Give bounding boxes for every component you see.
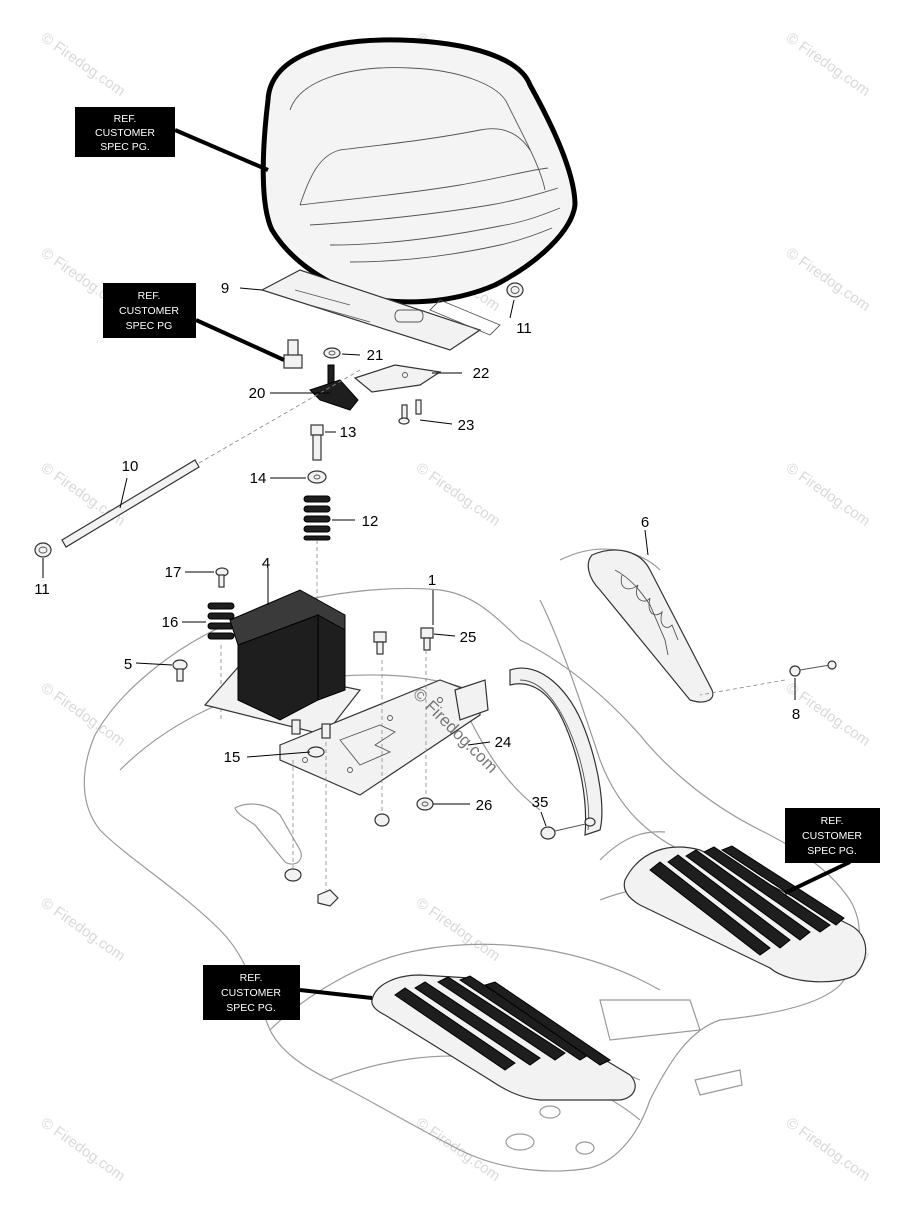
seat [260,37,578,305]
watermark: © Firedog.com [783,459,874,529]
watermark: © Firedog.com [38,679,129,749]
part-35-bolt [540,817,596,840]
ref-box-line: CUSTOMER [95,127,155,139]
callout-25: 25 [460,629,477,646]
ref-box-bracket: REF. CUSTOMER SPEC PG [103,283,196,338]
callout-11-left: 11 [34,581,50,598]
watermark: © Firedog.com [38,29,129,99]
watermark: © Firedog.com [38,894,129,964]
callout-11-top: 11 [516,320,532,337]
ref-box-line: SPEC PG. [807,845,857,857]
callout-4: 4 [262,555,270,572]
part-4-toolbox [203,589,362,736]
ref-box-line: REF. [138,290,161,302]
callout-22: 22 [473,365,490,382]
part-16-spring [207,602,235,720]
part-21-washer [323,347,341,359]
watermark: © Firedog.com [38,459,129,529]
watermark: © Firedog.com [783,29,874,99]
ref-box-line: SPEC PG. [226,1002,276,1014]
part-10-rod [34,369,361,558]
fender-guide [509,667,603,836]
part-15-fasteners [291,719,331,758]
callout-14: 14 [250,470,267,487]
part-23-screws [398,399,422,425]
ref-box-line: CUSTOMER [119,305,179,317]
left-mat-ribs [394,975,611,1071]
callout-12: 12 [362,513,379,530]
leader-lines [42,287,796,827]
callout-5: 5 [124,656,132,673]
callout-9: 9 [221,280,229,297]
part-5-screw [172,659,188,682]
watermark: © Firedog.com [783,1114,874,1184]
right-mat-ribs [649,845,845,956]
lower-nuts [284,650,427,907]
callout-labels: 1 4 5 6 8 9 10 11 11 12 13 14 15 16 17 2… [34,280,800,814]
callout-21: 21 [367,347,384,364]
ref-box-line: CUSTOMER [802,830,862,842]
part-22-plate [353,364,442,393]
part-20-latch [309,364,359,411]
callout-6: 6 [641,514,649,531]
callout-17: 17 [165,564,182,581]
ref-box-line: CUSTOMER [221,987,281,999]
ref-box-line: REF. [821,815,844,827]
callout-16: 16 [162,614,179,631]
callout-20: 20 [249,385,266,402]
part-14-washer [307,470,327,484]
ref-box-line: REF. [114,113,137,125]
ref-box-right-mat: REF. CUSTOMER SPEC PG. [785,808,880,863]
ref-box-line: REF. [240,972,263,984]
watermark: © Firedog.com [413,459,504,529]
ref-box-left-mat: REF. CUSTOMER SPEC PG. [203,965,300,1020]
part-24-mount-plate [279,679,489,796]
callout-15: 15 [224,749,241,766]
ref-connectors [174,128,851,1000]
callout-10: 10 [122,458,139,475]
callout-24: 24 [495,734,512,751]
part-6-lift-plate [587,549,714,703]
callout-26: 26 [476,797,493,814]
part-11-nut-top [506,282,524,298]
part-13-bolt [310,424,324,461]
watermark: © Firedog.com [38,1114,129,1184]
watermark: © Firedog.com [783,244,874,314]
ref-box-seat: REF. CUSTOMER SPEC PG. [75,107,175,157]
callout-8: 8 [792,706,800,723]
part-26-nut [416,797,434,811]
bracket-bolt [283,339,303,369]
part-8-screw [699,660,837,696]
right-footrest-mat [623,845,867,983]
callout-1: 1 [428,572,436,589]
part-9-seat-bracket [260,269,501,351]
part-25-bolts [373,627,434,655]
callout-13: 13 [340,424,357,441]
callout-23: 23 [458,417,475,434]
ref-box-line: SPEC PG. [100,141,150,153]
callout-35: 35 [532,794,549,811]
watermark: © Firedog.com [413,894,504,964]
left-footrest-mat [371,974,636,1101]
ref-box-line: SPEC PG [126,320,173,332]
part-17-screw [215,567,229,588]
